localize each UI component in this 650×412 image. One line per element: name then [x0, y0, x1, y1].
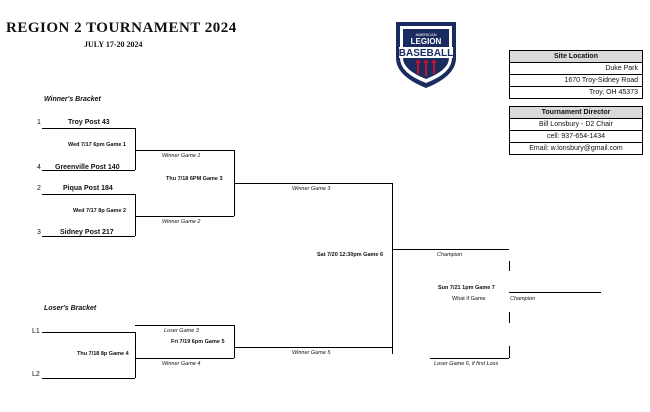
bracket-line — [135, 216, 234, 217]
bracket-line — [234, 347, 392, 348]
page-title: REGION 2 TOURNAMENT 2024 — [6, 20, 237, 36]
bracket-line — [42, 170, 135, 171]
seed-label: L1 — [32, 328, 40, 335]
director-line: Email: w.lonsbury@gmail.com — [529, 145, 623, 152]
bracket-line — [42, 378, 135, 379]
bracket-label: Champion — [510, 296, 536, 302]
american-legion-baseball-logo: AMERICAN LEGION BASEBALL — [396, 22, 456, 88]
team-name: Piqua Post 184 — [63, 185, 113, 192]
bracket-line — [392, 249, 509, 250]
team-name: Greenville Post 140 — [55, 164, 120, 171]
site-location-box: Site Location Duke Park 1670 Troy-Sidney… — [509, 50, 643, 99]
bracket-line — [509, 346, 510, 358]
seed-label: 3 — [37, 229, 41, 236]
bracket-label: Winner Game 5 — [292, 350, 331, 356]
bracket-line — [135, 150, 234, 151]
seed-label: 2 — [37, 185, 41, 192]
seed-label: L2 — [32, 371, 40, 378]
bracket-label: Champion — [437, 252, 463, 258]
bracket-line — [42, 236, 135, 237]
game-label: Wed 7/17 8p Game 2 — [73, 208, 127, 214]
game-label: Thu 7/18 8p Game 4 — [77, 351, 129, 357]
bracket-label: Winner Game 2 — [162, 219, 201, 225]
game-label: Sun 7/21 1pm Game 7 — [438, 285, 495, 291]
game-label: Wed 7/17 6pm Game 1 — [68, 142, 126, 148]
tournament-director-box: Tournament Director Bill Lonsbury - D2 C… — [509, 106, 643, 155]
bracket-line — [234, 183, 392, 184]
logo-main-text: BASEBALL — [399, 48, 453, 59]
what-if-label: What if Game — [452, 296, 486, 302]
logo-mid-text: LEGION — [411, 37, 442, 46]
losers-bracket-heading: Loser's Bracket — [44, 305, 97, 312]
bracket-line — [135, 128, 136, 170]
bracket-line — [509, 312, 510, 323]
logo-top-text: AMERICAN — [415, 32, 436, 37]
bracket-label: Loser Game 3 — [164, 328, 199, 334]
seed-label: 4 — [37, 164, 41, 171]
team-name: Troy Post 43 — [68, 119, 110, 126]
bracket-line — [430, 358, 509, 359]
site-line: Duke Park — [510, 63, 642, 75]
bracket-line — [392, 183, 393, 354]
bracket-line — [135, 332, 136, 378]
game-label: Thu 7/18 6PM Game 3 — [166, 176, 223, 182]
game-label: Fri 7/19 6pm Game 5 — [171, 339, 225, 345]
bracket-line — [509, 292, 601, 293]
bracket-label: Loser Game 6, if first Loss — [434, 361, 499, 367]
site-line: Troy, OH 45373 — [588, 89, 638, 96]
tournament-dates: JULY 17-20 2024 — [84, 40, 143, 49]
bracket-line — [135, 358, 234, 359]
bracket-line — [42, 128, 135, 129]
bracket-line — [42, 332, 135, 333]
winners-bracket-heading: Winner's Bracket — [44, 96, 101, 103]
game-label: Sat 7/20 12:30pm Game 6 — [317, 252, 384, 258]
seed-label: 1 — [37, 119, 41, 126]
bracket-line — [509, 261, 510, 271]
site-line: 1670 Troy-Sidney Road — [510, 75, 642, 87]
bracket-line — [42, 194, 135, 195]
bracket-line — [234, 325, 235, 358]
bracket-label: Winner Game 4 — [162, 361, 201, 367]
bracket-label: Winner Game 3 — [292, 186, 331, 192]
director-line: Bill Lonsbury - D2 Chair — [510, 119, 642, 131]
site-location-heading: Site Location — [510, 51, 642, 63]
team-name: Sidney Post 217 — [60, 229, 114, 236]
director-heading: Tournament Director — [510, 107, 642, 119]
director-line: cell: 937-654-1434 — [510, 131, 642, 143]
bracket-label: Winner Game 1 — [162, 153, 201, 159]
bracket-line — [135, 194, 136, 236]
bracket-line — [135, 325, 234, 326]
